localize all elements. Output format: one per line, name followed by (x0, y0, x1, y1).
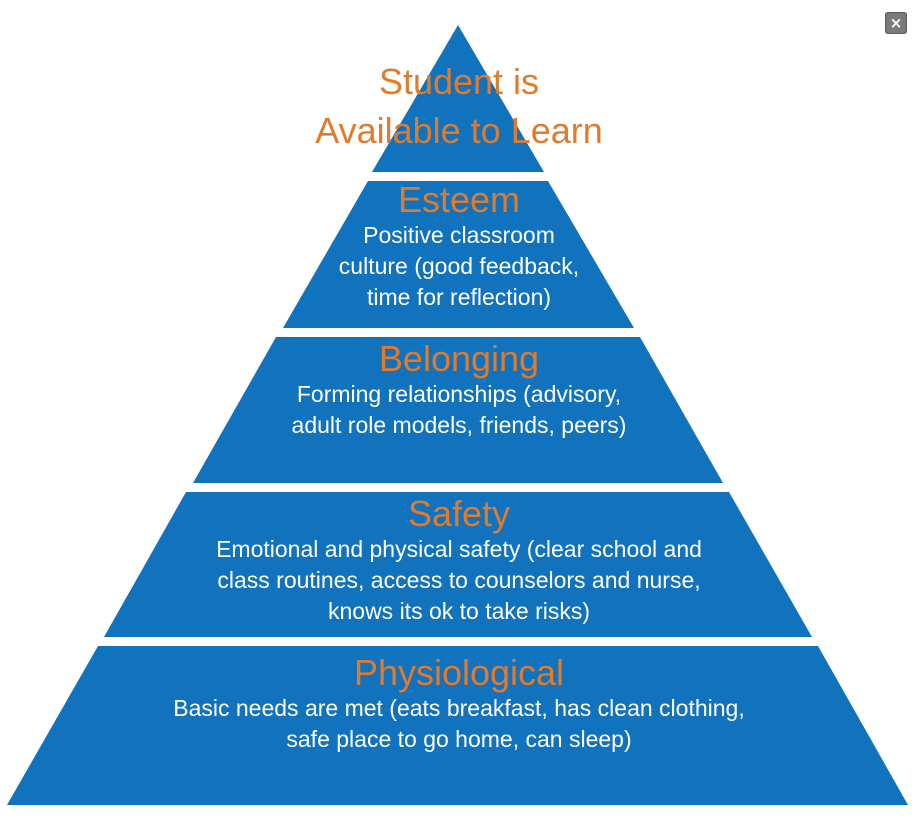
tier-belonging: Belonging Forming relationships (advisor… (0, 339, 918, 441)
tier-safety-shape (104, 492, 812, 637)
physiological-desc-line1: Basic needs are met (eats breakfast, has… (173, 695, 745, 721)
belonging-title: Belonging (378, 338, 540, 379)
apex-title-line2: Available to Learn (315, 110, 603, 151)
tier-physiological-shape (7, 646, 908, 805)
physiological-title: Physiological (353, 652, 565, 693)
safety-desc-line3: knows its ok to take risks) (327, 598, 591, 624)
tier-safety: Safety Emotional and physical safety (cl… (0, 494, 918, 627)
belonging-desc-line1: Forming relationships (advisory, (296, 381, 622, 407)
tier-esteem: Esteem Positive classroom culture (good … (0, 180, 918, 313)
close-button[interactable]: × (885, 12, 907, 34)
esteem-desc-line1: Positive classroom (363, 222, 555, 248)
apex-title-line1: Student is (378, 61, 540, 102)
belonging-desc-line2: adult role models, friends, peers) (291, 412, 627, 438)
esteem-desc-line3: time for reflection) (366, 284, 552, 310)
tier-physiological: Physiological Basic needs are met (eats … (0, 653, 918, 755)
tier-apex: Student is Available to Learn (0, 57, 918, 155)
safety-desc-line1: Emotional and physical safety (clear sch… (216, 536, 702, 562)
tier-esteem-shape (283, 181, 634, 328)
safety-desc-line2: class routines, access to counselors and… (217, 567, 701, 593)
physiological-desc-line2: safe place to go home, can sleep) (286, 726, 632, 752)
esteem-desc-line2: culture (good feedback, (338, 253, 580, 279)
tier-belonging-shape (193, 337, 723, 483)
esteem-title: Esteem (397, 179, 521, 220)
tier-apex-shape (372, 25, 544, 172)
safety-title: Safety (407, 493, 511, 534)
